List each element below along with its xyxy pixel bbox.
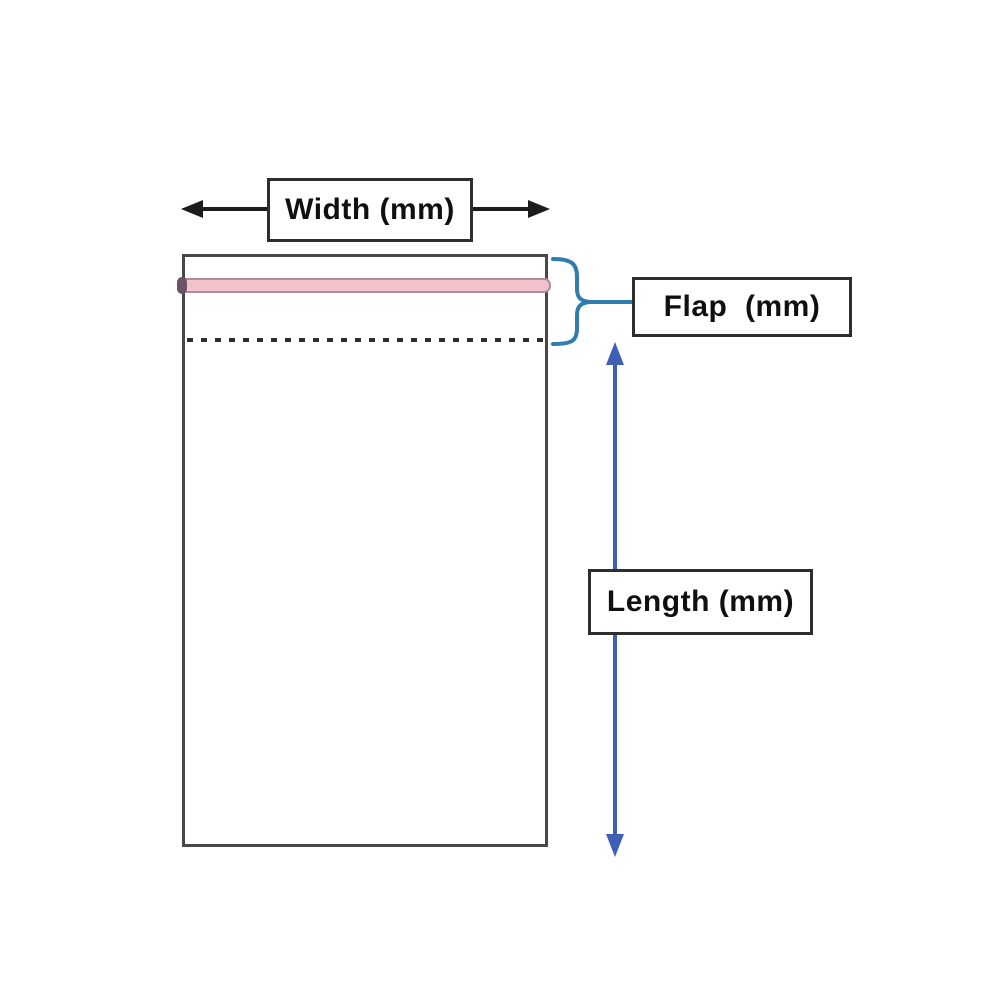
width-arrow-right-icon: [472, 200, 550, 218]
width-label: Width (mm): [285, 193, 455, 226]
flap-label: Flap (mm): [663, 290, 821, 323]
flap-brace-icon: [551, 257, 635, 346]
fold-dotted-line: [187, 338, 545, 342]
flap-label-box: Flap (mm): [632, 277, 852, 337]
length-label: Length (mm): [606, 585, 795, 618]
bag-outline: [182, 254, 548, 847]
width-arrow-left-icon: [181, 200, 268, 218]
length-label-box: Length (mm): [588, 569, 813, 635]
width-label-box: Width (mm): [267, 178, 473, 242]
adhesive-strip-cap: [177, 277, 187, 294]
